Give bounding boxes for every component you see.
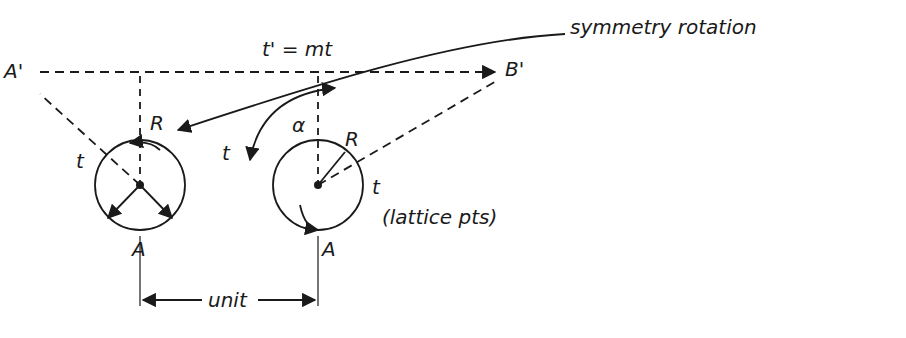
angle-label: α — [292, 114, 305, 136]
vector-label: t — [222, 142, 230, 164]
translation-line — [40, 71, 495, 73]
vector-label: t — [76, 150, 84, 172]
radius-arrow — [108, 185, 140, 218]
angle-arc — [250, 88, 335, 160]
point-label: B' — [505, 58, 524, 80]
rotation-label: R — [150, 112, 164, 134]
rotation-circle — [95, 140, 185, 230]
dimension-label: t' = mt — [262, 38, 332, 60]
leader-line — [178, 34, 565, 130]
projection-line — [317, 76, 319, 182]
radius-arrow — [140, 185, 172, 218]
rotation-arrow — [300, 205, 318, 230]
dimension-tick — [317, 236, 318, 306]
projection-line — [139, 76, 141, 182]
dimension-label: unit — [208, 289, 247, 311]
point-label: A — [132, 238, 146, 260]
rotated-vector — [40, 94, 140, 185]
annotation: (lattice pts) — [382, 206, 497, 228]
rotated-vector — [318, 80, 498, 185]
point-label: A' — [4, 60, 23, 82]
rotation-circle — [273, 140, 363, 230]
vector-label: t — [372, 176, 380, 198]
radius-line — [318, 152, 345, 185]
annotation: symmetry rotation — [570, 16, 757, 38]
rotation-arrow — [130, 142, 160, 150]
rotation-label: R — [345, 128, 359, 150]
dimension-arrow — [258, 299, 315, 301]
point-label: A — [322, 238, 336, 260]
lattice-point — [314, 181, 322, 189]
dimension-arrow — [143, 299, 202, 301]
lattice-point — [136, 181, 144, 189]
